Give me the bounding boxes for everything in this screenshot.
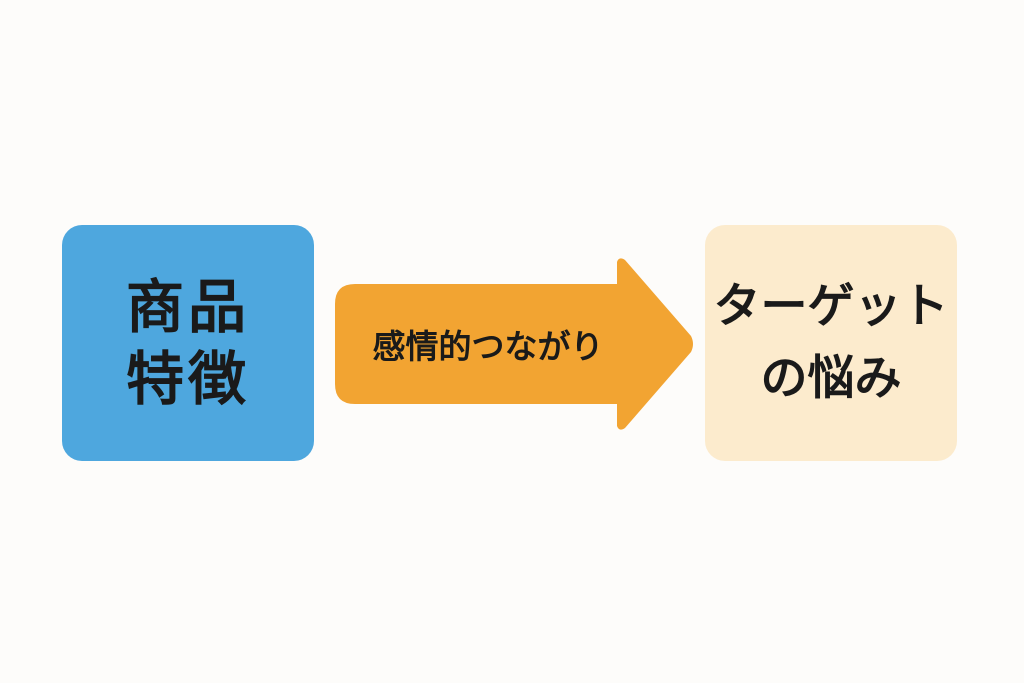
arrow-shape-icon (335, 258, 693, 430)
product-features-line-2: 特徴 (125, 345, 250, 413)
arrow-label: 感情的つながり (372, 327, 604, 366)
target-concerns-line-1: ターゲット (713, 279, 949, 334)
emotional-connection-arrow: 感情的つながり (333, 256, 695, 432)
target-concerns-line-2: の悩み (760, 351, 902, 406)
product-features-line-1: 商品 (125, 273, 250, 341)
product-features-box: 商品 特徴 (62, 225, 314, 461)
target-concerns-box: ターゲット の悩み (705, 225, 957, 461)
